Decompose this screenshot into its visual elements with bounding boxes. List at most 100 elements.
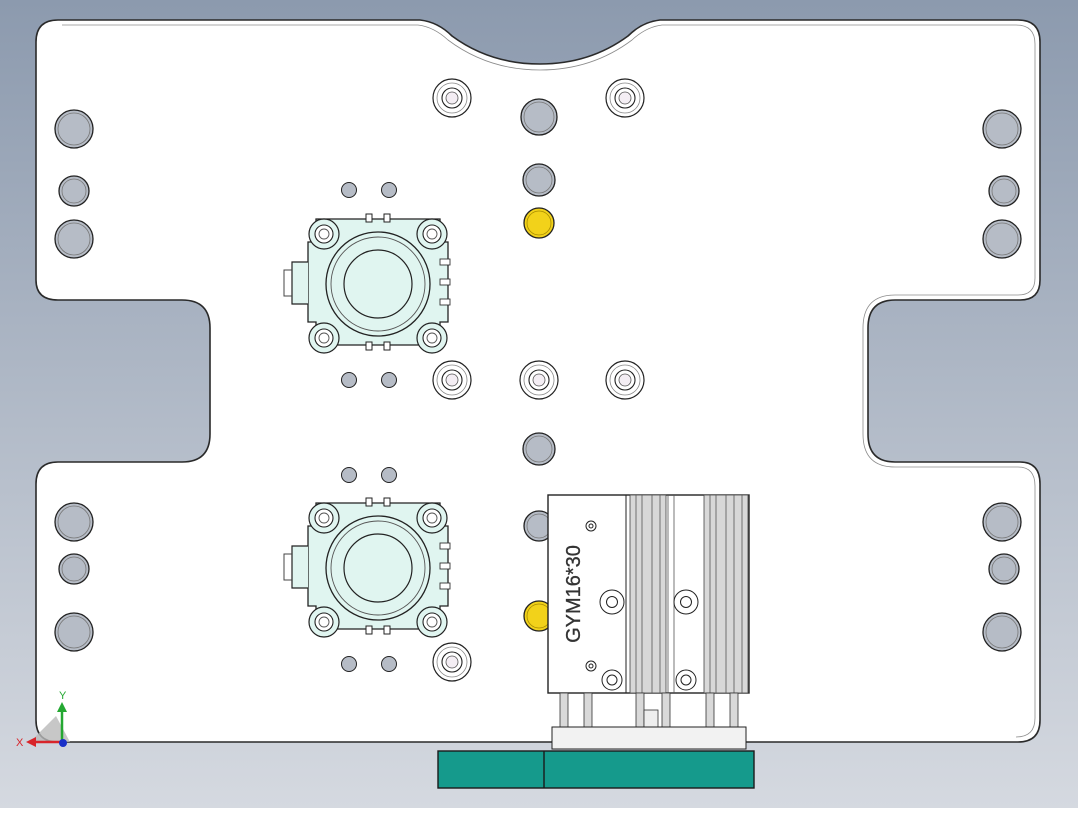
cylinder-model-label: GYM16*30: [563, 545, 585, 643]
mounting-hole-inner: [985, 615, 1019, 649]
mounting-hole-inner: [57, 222, 91, 256]
mount-bolt-core: [318, 512, 330, 524]
cylinder-bolts: [585, 520, 699, 691]
small-hole: [381, 656, 397, 672]
counterbore-core: [618, 91, 632, 105]
mount-bolt-core: [426, 228, 438, 240]
mount-body-ring-inner: [330, 236, 426, 332]
triad-x-label: X: [16, 737, 24, 749]
small-hole: [341, 467, 357, 483]
center-holes-group: [341, 78, 645, 682]
mount-side-notch: [439, 298, 451, 306]
mounting-hole: [988, 553, 1020, 585]
cylinder-mount-bottom[interactable]: [283, 497, 451, 638]
counterbore-ring: [436, 364, 468, 396]
mounting-hole-inner: [57, 112, 91, 146]
mounting-hole: [988, 175, 1020, 207]
mounting-hole-inner: [57, 615, 91, 649]
counterbore-core: [532, 373, 546, 387]
mount-port-fitting: [283, 269, 292, 297]
mount-bolt-core: [318, 332, 330, 344]
cylinder-rail-lines: [635, 495, 743, 693]
counterbore-core: [445, 655, 459, 669]
gray-hole: [522, 432, 556, 466]
mounting-hole: [54, 502, 94, 542]
triad-z-axis: [59, 739, 67, 747]
gray-hole: [520, 98, 558, 136]
mount-port: [291, 545, 308, 589]
mounting-hole: [54, 109, 94, 149]
mounting-hole-inner: [985, 222, 1019, 256]
mounting-hole: [58, 553, 90, 585]
mount-side-notch: [439, 278, 451, 286]
coordinate-triad: Y X: [16, 690, 70, 749]
mount-tab: [365, 625, 373, 635]
triad-plane: [30, 716, 70, 742]
mount-bolt-core: [426, 512, 438, 524]
plate-chamfer-line: [62, 24, 1036, 738]
mount-bolt-core: [426, 332, 438, 344]
mount-tab: [365, 497, 373, 507]
small-hole: [341, 372, 357, 388]
cylinder-rail-1: [629, 494, 667, 694]
mount-side-notch: [439, 258, 451, 266]
mounting-hole-inner: [985, 505, 1019, 539]
counterbore-core: [618, 373, 632, 387]
counterbore-ring: [436, 646, 468, 678]
mounting-hole-inner: [57, 505, 91, 539]
mount-side-notch: [439, 562, 451, 570]
mounting-hole-inner: [991, 556, 1017, 582]
mounting-hole: [982, 219, 1022, 259]
mount-side-notch: [439, 582, 451, 590]
mounting-hole-inner: [985, 112, 1019, 146]
mounting-hole: [982, 612, 1022, 652]
mount-tab: [383, 213, 391, 223]
small-hole: [341, 656, 357, 672]
small-hole: [381, 372, 397, 388]
counterbore-core: [445, 373, 459, 387]
mounting-hole: [982, 502, 1022, 542]
mount-side-notch: [439, 542, 451, 550]
triad-x-arrow: [26, 737, 36, 747]
mount-body-ring-inner: [330, 520, 426, 616]
gray-hole-inner: [525, 166, 553, 194]
mount-piston: [343, 249, 413, 319]
cylinder-end-plate: [551, 726, 747, 750]
mount-tab: [365, 341, 373, 351]
mounting-hole: [54, 219, 94, 259]
counterbore-core: [445, 91, 459, 105]
clamp-block-body: [437, 750, 755, 789]
small-hole: [381, 467, 397, 483]
locating-pin-ring: [526, 210, 552, 236]
mounting-hole: [58, 175, 90, 207]
cylinder-mount-top[interactable]: [283, 213, 451, 354]
mounting-hole: [982, 109, 1022, 149]
small-hole: [341, 182, 357, 198]
side-holes-group: [54, 109, 1022, 652]
gray-hole: [522, 163, 556, 197]
counterbore-ring: [436, 82, 468, 114]
small-hole: [381, 182, 397, 198]
counterbore-ring: [523, 364, 555, 396]
gray-hole-inner: [525, 435, 553, 463]
mount-bolt-core: [318, 616, 330, 628]
mounting-hole-inner: [991, 178, 1017, 204]
triad-y-label: Y: [59, 690, 67, 702]
mount-port-fitting: [283, 553, 292, 581]
mount-piston: [343, 533, 413, 603]
mount-bolt-core: [426, 616, 438, 628]
mounting-hole-inner: [61, 556, 87, 582]
mount-tab: [383, 497, 391, 507]
clamp-block[interactable]: [437, 750, 755, 789]
triad-y-arrow: [57, 702, 67, 712]
locating-pin: [523, 207, 555, 239]
mount-bolt-core: [318, 228, 330, 240]
guided-cylinder[interactable]: GYM16*30: [547, 494, 750, 750]
cylinder-rods: [559, 692, 739, 728]
counterbore-ring: [609, 82, 641, 114]
gray-hole-inner: [523, 101, 555, 133]
mount-tab: [383, 625, 391, 635]
mount-tab: [365, 213, 373, 223]
